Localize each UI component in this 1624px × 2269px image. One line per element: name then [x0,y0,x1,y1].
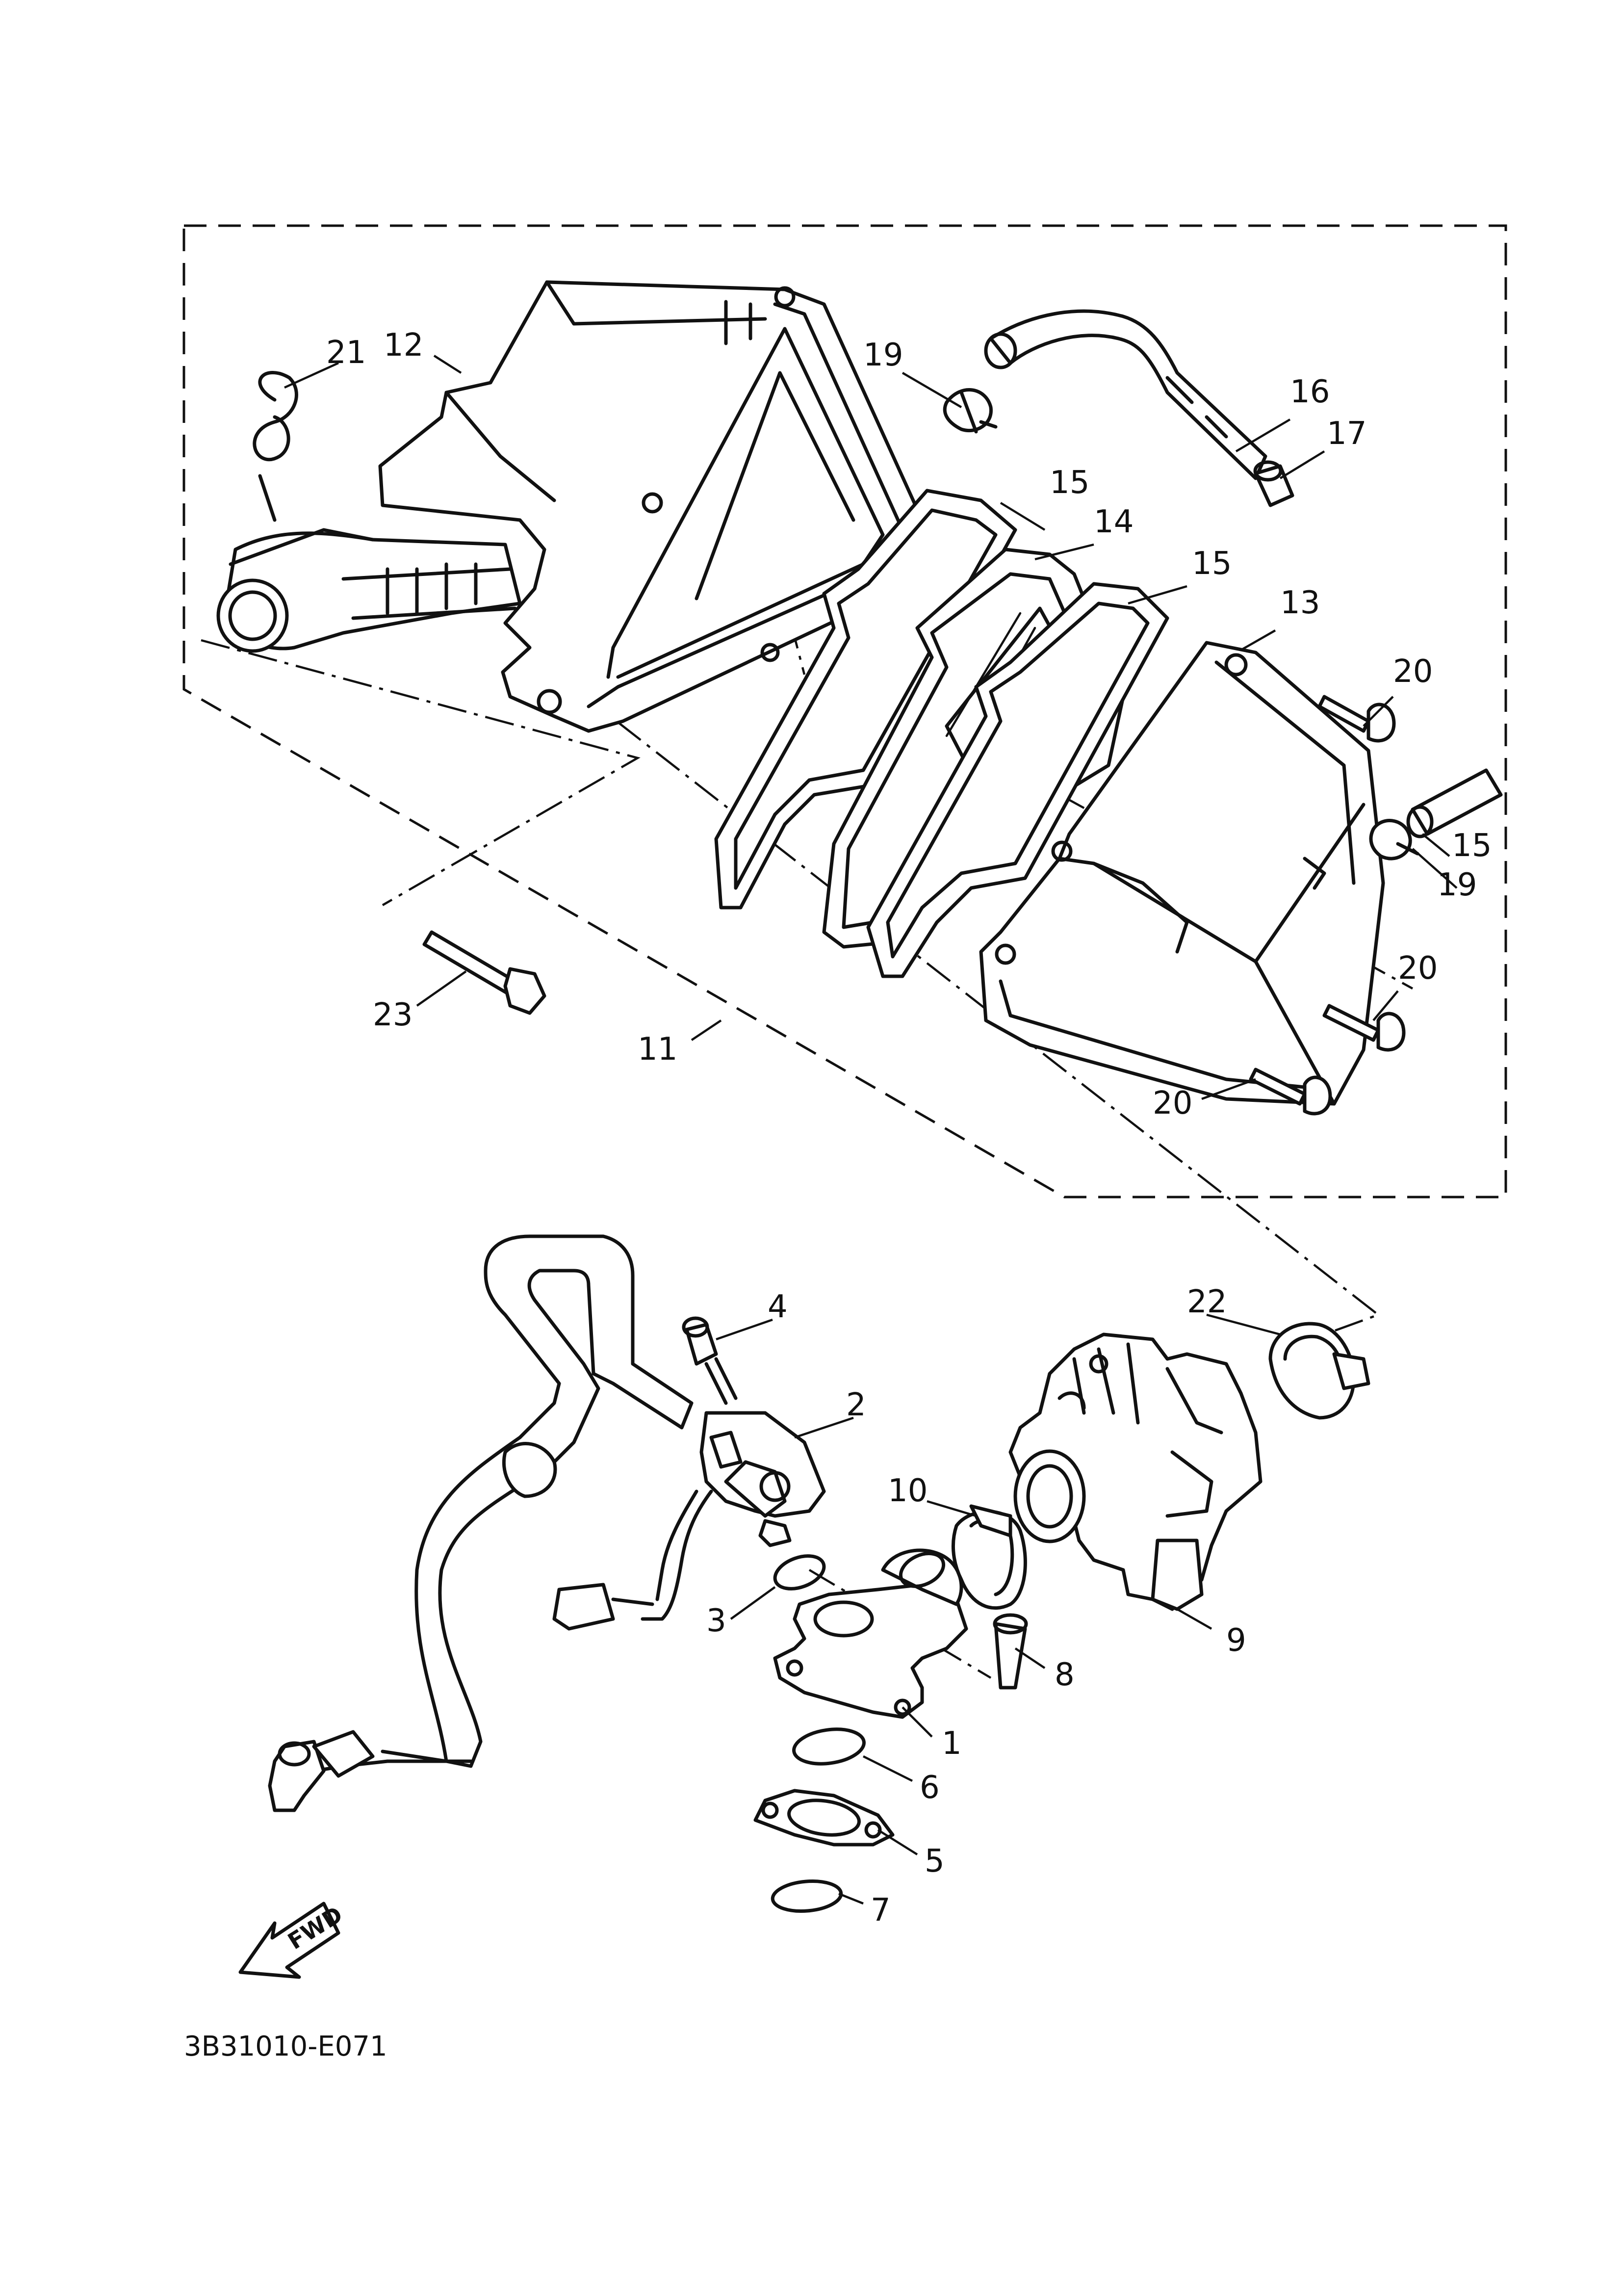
callout-13: 13 [1280,585,1320,621]
diagram-code: 3B31010-E071 [184,2031,387,2062]
callout-21: 21 [326,335,366,371]
callout-10: 10 [888,1473,928,1509]
callout-6: 6 [920,1770,940,1806]
callout-12: 12 [384,327,423,364]
callout-1: 1 [942,1725,962,1762]
hose-end-connector [268,1730,375,1812]
forward-direction-arrow: FWD [238,1901,347,1979]
callout-20-lower: 20 [1153,1085,1192,1121]
gasket-left [714,489,1017,910]
callout-16: 15 [1452,828,1492,864]
callout-3: 3 [706,1603,726,1639]
callout-15-left: 15 [1050,465,1089,501]
callout-14: 14 [1094,504,1134,540]
air-cleaner-assembly-boundary [182,224,1507,1199]
joint-clamp-22 [1268,1322,1370,1420]
bolt-23 [422,930,546,1015]
callout-7: 7 [871,1892,891,1929]
fuel-hose [312,1234,694,1773]
screw-upper [1317,695,1396,743]
drain-tube [1406,768,1503,838]
injector-joint [699,1411,826,1547]
callout-17: 16 [1290,374,1330,410]
breather-hose [984,309,1267,480]
callout-11: 11 [638,1031,677,1068]
air-intake-duct [216,528,522,653]
hose-clamp-upper [943,388,998,434]
callout-18: 17 [1327,416,1366,452]
sensor-4 [682,1316,738,1405]
callout-20-middle: 20 [1398,950,1438,987]
screw-lower [1249,1068,1332,1116]
o-ring-6 [792,1727,866,1766]
throttle-body [1008,1332,1263,1611]
leader-lines [284,355,1458,1905]
o-ring-7 [771,1879,843,1913]
callout-2: 2 [846,1387,866,1423]
hose-clamp-lower [1369,819,1419,861]
callout-labels: 21 12 19 16 17 15 14 15 13 20 15 19 20 2… [326,327,1492,1929]
callout-23: 23 [373,997,412,1033]
gasket-right [866,582,1169,978]
hose-clamp-10 [952,1504,1027,1610]
intake-joint [773,1548,968,1719]
callout-5: 5 [925,1843,945,1879]
callout-22: 22 [1187,1284,1227,1320]
o-ring-3 [773,1554,826,1591]
air-cleaner-cap [979,641,1385,1106]
callout-8: 8 [1055,1657,1075,1693]
clip-spring [253,371,298,522]
sensor-wire [552,1489,713,1631]
callout-9: 9 [1226,1622,1246,1659]
air-cleaner-case [378,280,924,733]
callout-19-upper: 19 [863,337,903,373]
screw-8 [993,1613,1028,1690]
callout-20-upper: 20 [1393,653,1433,690]
screw-middle [1322,1004,1406,1052]
insulator-5 [753,1789,895,1847]
callout-19-lower: 19 [1437,867,1477,903]
callout-4: 4 [768,1289,788,1325]
callout-15-right: 15 [1192,546,1232,582]
